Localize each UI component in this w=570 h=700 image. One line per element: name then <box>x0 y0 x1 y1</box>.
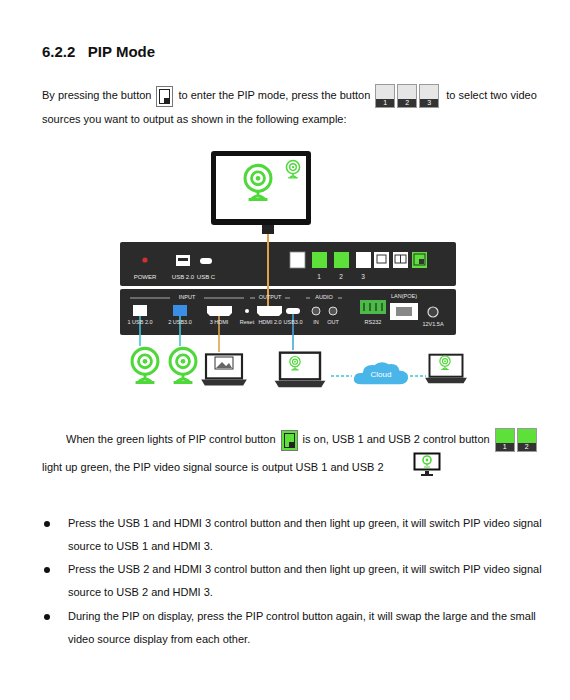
source-button: 1 <box>375 84 395 108</box>
pip-button-icon <box>156 86 173 107</box>
port-label: 3 HDMI <box>210 320 229 326</box>
panel-label: USB C <box>197 274 215 280</box>
cloud-shape: Cloud <box>352 360 410 386</box>
port-label: 2 USB3.0 <box>168 320 192 326</box>
bullet-item: Press the USB 2 and HDMI 3 control butto… <box>68 558 558 604</box>
bullet-item: Press the USB 1 and HDMI 3 control butto… <box>68 512 558 558</box>
pip-button-icon <box>281 430 298 451</box>
button-number: 1 <box>496 443 514 451</box>
bullet-text: Press the USB 2 and HDMI 3 control butto… <box>68 563 542 598</box>
port-label: HDMI 2.0 <box>258 320 281 326</box>
source-button: 2 <box>517 428 537 452</box>
port-label: RS232 <box>365 320 382 326</box>
port-label: Reset <box>240 320 254 326</box>
bullet-text: Press the USB 1 and HDMI 3 control butto… <box>68 517 542 552</box>
button-number: 2 <box>518 443 536 451</box>
monitor-icon <box>389 452 441 484</box>
paragraph: When the green lights of PIP control but… <box>42 428 547 484</box>
body-text: is on, USB 1 and USB 2 control button <box>303 433 490 445</box>
panel-header: AUDIO <box>315 295 332 301</box>
section-title: 6.2.2 PIP Mode <box>42 44 155 59</box>
monitor <box>211 151 311 225</box>
port-label: 12V1.5A <box>422 322 443 328</box>
source-button: 3 <box>419 84 439 108</box>
port-label: USB3.0 <box>284 320 303 326</box>
bullet-dot <box>44 567 50 573</box>
port-label: IN <box>313 320 319 326</box>
panel-header: OUTPUT <box>259 295 282 301</box>
button-number: 3 <box>361 274 365 281</box>
button-number: 2 <box>398 99 416 107</box>
source-button: 1 <box>495 428 515 452</box>
source-buttons-icon: 12 <box>495 428 539 452</box>
button-number: 1 <box>317 274 321 281</box>
port-label: LAN(POE) <box>391 294 417 300</box>
port-label: 1 USB 2.0 <box>127 320 152 326</box>
body-text: light up green, the PIP video signal sou… <box>42 461 384 473</box>
body-text: By pressing the button <box>42 89 151 101</box>
bullet-item: During the PIP on display, press the PIP… <box>68 605 558 651</box>
port-label: OUT <box>327 320 339 326</box>
body-text: When the green lights of PIP control but… <box>66 433 276 445</box>
body-text: to enter the PIP mode, press the button <box>178 89 370 101</box>
source-button: 2 <box>397 84 417 108</box>
button-number: 2 <box>339 274 343 281</box>
button-number: 1 <box>376 99 394 107</box>
button-number: 3 <box>420 99 438 107</box>
panel-header: INPUT <box>179 295 196 301</box>
back-panel <box>120 289 456 335</box>
source-buttons-icon: 123 <box>375 84 441 108</box>
front-panel <box>120 242 456 286</box>
bullet-text: During the PIP on display, press the PIP… <box>68 610 536 645</box>
cloud-label: Cloud <box>371 367 392 379</box>
panel-label: USB 2.0 <box>172 274 194 280</box>
panel-label: POWER <box>134 274 157 280</box>
bullet-dot <box>44 614 50 620</box>
bullet-dot <box>44 521 50 527</box>
paragraph: By pressing the button to enter the PIP m… <box>42 84 547 131</box>
